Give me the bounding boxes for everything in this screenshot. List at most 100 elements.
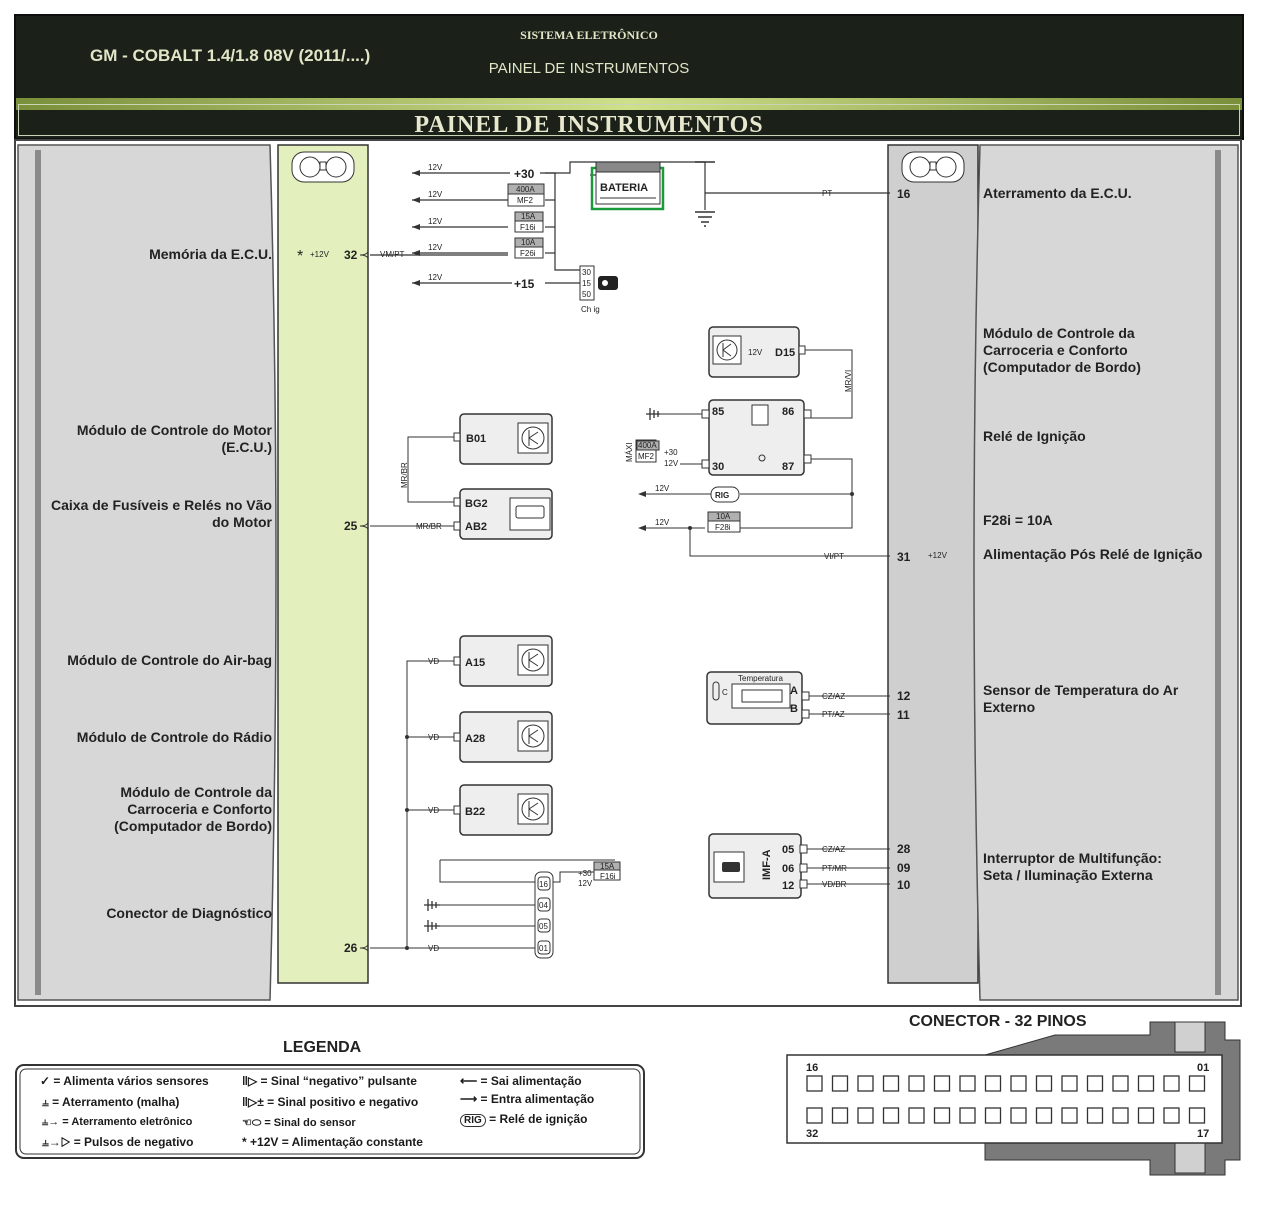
wire-czaz: CZ/AZ: [822, 692, 845, 701]
label-diagnostico: Conector de Diagnóstico: [106, 905, 272, 921]
connector-pin: [984, 1075, 1002, 1092]
star-icon: *: [297, 248, 303, 265]
svg-text:06: 06: [782, 863, 794, 875]
svg-text:16: 16: [806, 1062, 818, 1074]
fuse-mf2: 400A MF2: [507, 183, 545, 207]
wire-vmpt: VM/PT: [380, 250, 405, 259]
svg-text:05: 05: [782, 844, 794, 856]
pin-12: 12: [897, 689, 911, 703]
wire-mrvi: MR/VI: [844, 370, 853, 392]
wire-vd: VD: [428, 733, 439, 742]
header-banner: GM - COBALT 1.4/1.8 08V (2011/....) SIST…: [14, 14, 1244, 140]
legend-item: ⟵ = Sai alimentação: [460, 1074, 582, 1088]
system-title: SISTEMA ELETRÔNICO: [520, 28, 658, 42]
connector-title: CONECTOR - 32 PINOS: [909, 1013, 1087, 1030]
svg-text:05: 05: [539, 922, 548, 931]
module-b01: B01: [453, 413, 553, 465]
svg-text:15: 15: [582, 279, 591, 288]
svg-text:32: 32: [806, 1128, 818, 1140]
svg-text:A28: A28: [465, 733, 485, 745]
diag-wires: [439, 859, 615, 927]
vd-bus: [359, 660, 535, 952]
svg-text:C: C: [722, 688, 728, 697]
plus15-label: +15: [514, 277, 535, 291]
svg-text:12V: 12V: [578, 879, 593, 888]
wire-mrbr: MR/BR: [416, 522, 442, 531]
connector-32-pins: 16 01 32 17: [786, 1021, 1241, 1176]
module-a28: A28: [453, 711, 553, 763]
label-aterramento: Aterramento da E.C.U.: [983, 185, 1132, 201]
module-a15: A15: [453, 635, 553, 687]
connector-pin: [1188, 1075, 1206, 1092]
arrow-left-icon: ⟵: [460, 1074, 481, 1088]
connector-pin: [806, 1107, 823, 1124]
negative-pulse-icon: ⫨→▷: [42, 1135, 74, 1149]
legend-item: * +12V = Alimentação constante: [242, 1135, 423, 1149]
v12plus-label: +12V: [310, 250, 330, 259]
cluster-panel-left: [277, 144, 369, 984]
label-carroceria-left: Módulo de Controle da Carroceria e Confo…: [114, 784, 272, 834]
svg-text:30: 30: [582, 268, 591, 277]
svg-text:10A: 10A: [716, 512, 731, 521]
svg-text:B01: B01: [466, 433, 486, 445]
svg-text:01: 01: [539, 944, 548, 953]
svg-text:400A: 400A: [638, 441, 657, 450]
connector-pin: [1137, 1107, 1155, 1124]
v12-label: 12V: [428, 217, 443, 226]
svg-text:Ch ig: Ch ig: [581, 305, 600, 314]
module-bg2-ab2: BG2 AB2: [453, 488, 553, 540]
legend-box: [15, 1064, 645, 1159]
module-b22: B22: [453, 784, 553, 836]
fuse-f26i: 10A F26i: [514, 237, 544, 259]
svg-text:Temperatura: Temperatura: [738, 674, 783, 683]
connector-pin: [806, 1075, 823, 1092]
plus30-label: +30: [514, 167, 535, 181]
cluster-panel-right: [887, 144, 979, 984]
v12-label: 12V: [428, 163, 443, 172]
connector-pin: [933, 1107, 951, 1124]
multifunction-switch: IMF-A 05 06 12: [708, 833, 808, 899]
svg-text:RIG: RIG: [715, 491, 729, 500]
label-modulo-motor: Módulo de Controle do Motor (E.C.U.): [76, 422, 272, 455]
legend-item: ‖▷ = Sinal “negativo” pulsante: [242, 1074, 417, 1088]
svg-text:86: 86: [782, 406, 794, 418]
header-frame: [18, 104, 1240, 136]
connector-pin: [882, 1075, 900, 1092]
connector-pin: [1035, 1075, 1053, 1092]
label-sensor-temp: Sensor de Temperatura do Ar Externo: [983, 682, 1179, 715]
right-column: [973, 144, 1239, 1001]
pin-32: 32: [344, 248, 358, 262]
svg-text:D15: D15: [775, 347, 795, 359]
label-carroceria-right: Módulo de Controle da Carroceria e Confo…: [983, 325, 1141, 375]
battery: BATERIA: [590, 161, 665, 211]
star-icon: *: [242, 1135, 251, 1149]
wire-vdbr: VD/BR: [822, 880, 847, 889]
label-radio: Módulo de Controle do Rádio: [76, 729, 272, 745]
svg-text:B: B: [790, 703, 798, 715]
label-rele-ignicao: Relé de Ignição: [983, 428, 1086, 444]
connector-pin: [831, 1075, 849, 1092]
svg-text:01: 01: [1197, 1062, 1209, 1074]
wire-vipt: VI/PT: [824, 552, 844, 561]
module-d15: 12V D15: [708, 326, 806, 378]
label-caixa-fusiveis: Caixa de Fusíveis e Relés no Vão do Moto…: [51, 497, 272, 530]
svg-text:B22: B22: [465, 806, 485, 818]
svg-text:10A: 10A: [521, 238, 536, 247]
svg-text:87: 87: [782, 461, 794, 473]
vehicle-title: GM - COBALT 1.4/1.8 08V (2011/....): [90, 46, 371, 65]
ground-symbol: [695, 161, 715, 227]
pos-neg-signal-icon: ‖▷±: [242, 1095, 268, 1109]
svg-text:12V: 12V: [664, 459, 679, 468]
wire-pt: PT: [822, 189, 832, 198]
ignition-relay: 85 86 30 87: [701, 399, 812, 476]
legend-item: ✓ = Alimenta vários sensores: [40, 1074, 209, 1088]
connector-pin: [908, 1107, 925, 1124]
svg-text:F16i: F16i: [600, 872, 616, 881]
ground-mesh-icon: ⫨: [42, 1095, 53, 1109]
svg-text:12: 12: [782, 880, 794, 892]
legend-title: LEGENDA: [283, 1039, 362, 1056]
v12-label: 12V: [655, 484, 670, 493]
relay-ground-icon: [646, 408, 660, 420]
svg-text:IMF-A: IMF-A: [761, 849, 773, 880]
connector-pin: [1010, 1075, 1027, 1092]
